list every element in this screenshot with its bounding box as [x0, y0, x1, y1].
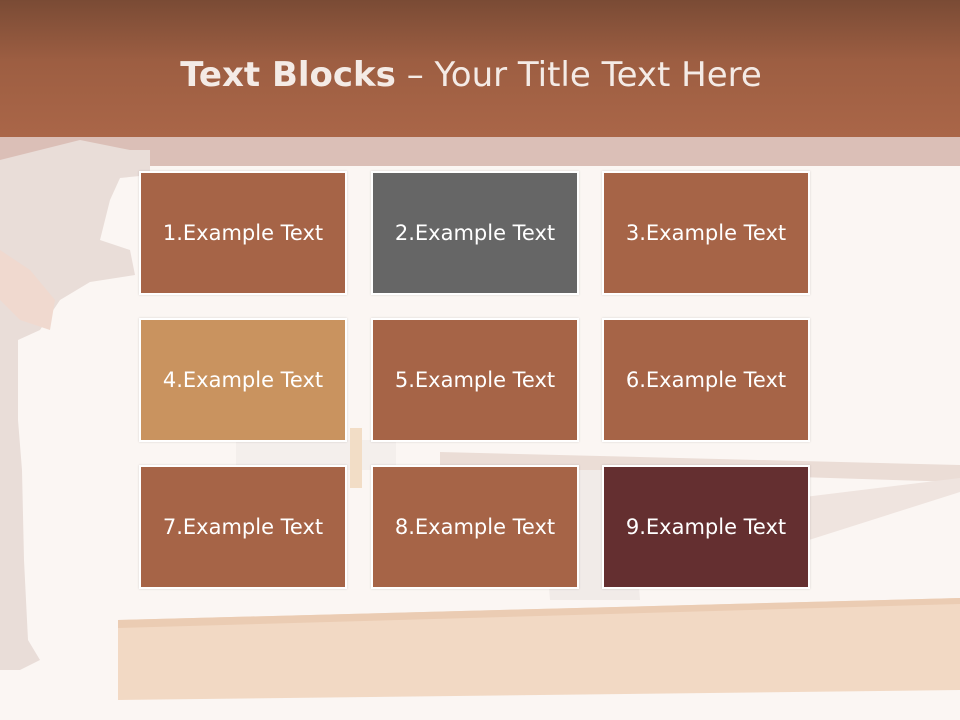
- text-block-8[interactable]: 8.Example Text: [371, 465, 579, 589]
- text-block-3[interactable]: 3.Example Text: [602, 171, 810, 295]
- text-block-label: 2.Example Text: [394, 221, 556, 245]
- header-accent-band: [0, 137, 960, 166]
- title-bold: Text Blocks: [180, 55, 396, 95]
- text-block-5[interactable]: 5.Example Text: [371, 318, 579, 442]
- text-block-label: 7.Example Text: [162, 515, 324, 539]
- text-block-label: 1.Example Text: [162, 221, 324, 245]
- text-block-label: 9.Example Text: [625, 515, 787, 539]
- text-block-label: 5.Example Text: [394, 368, 556, 392]
- text-block-1[interactable]: 1.Example Text: [139, 171, 347, 295]
- page-title: Text Blocks – Your Title Text Here: [0, 52, 942, 98]
- text-block-6[interactable]: 6.Example Text: [602, 318, 810, 442]
- title-light: – Your Title Text Here: [406, 55, 762, 95]
- text-block-label: 6.Example Text: [625, 368, 787, 392]
- text-block-7[interactable]: 7.Example Text: [139, 465, 347, 589]
- text-block-9[interactable]: 9.Example Text: [602, 465, 810, 589]
- title-header-bar: [0, 0, 960, 137]
- text-block-label: 3.Example Text: [625, 221, 787, 245]
- text-block-label: 8.Example Text: [394, 515, 556, 539]
- text-block-2[interactable]: 2.Example Text: [371, 171, 579, 295]
- text-block-label: 4.Example Text: [162, 368, 324, 392]
- text-block-4[interactable]: 4.Example Text: [139, 318, 347, 442]
